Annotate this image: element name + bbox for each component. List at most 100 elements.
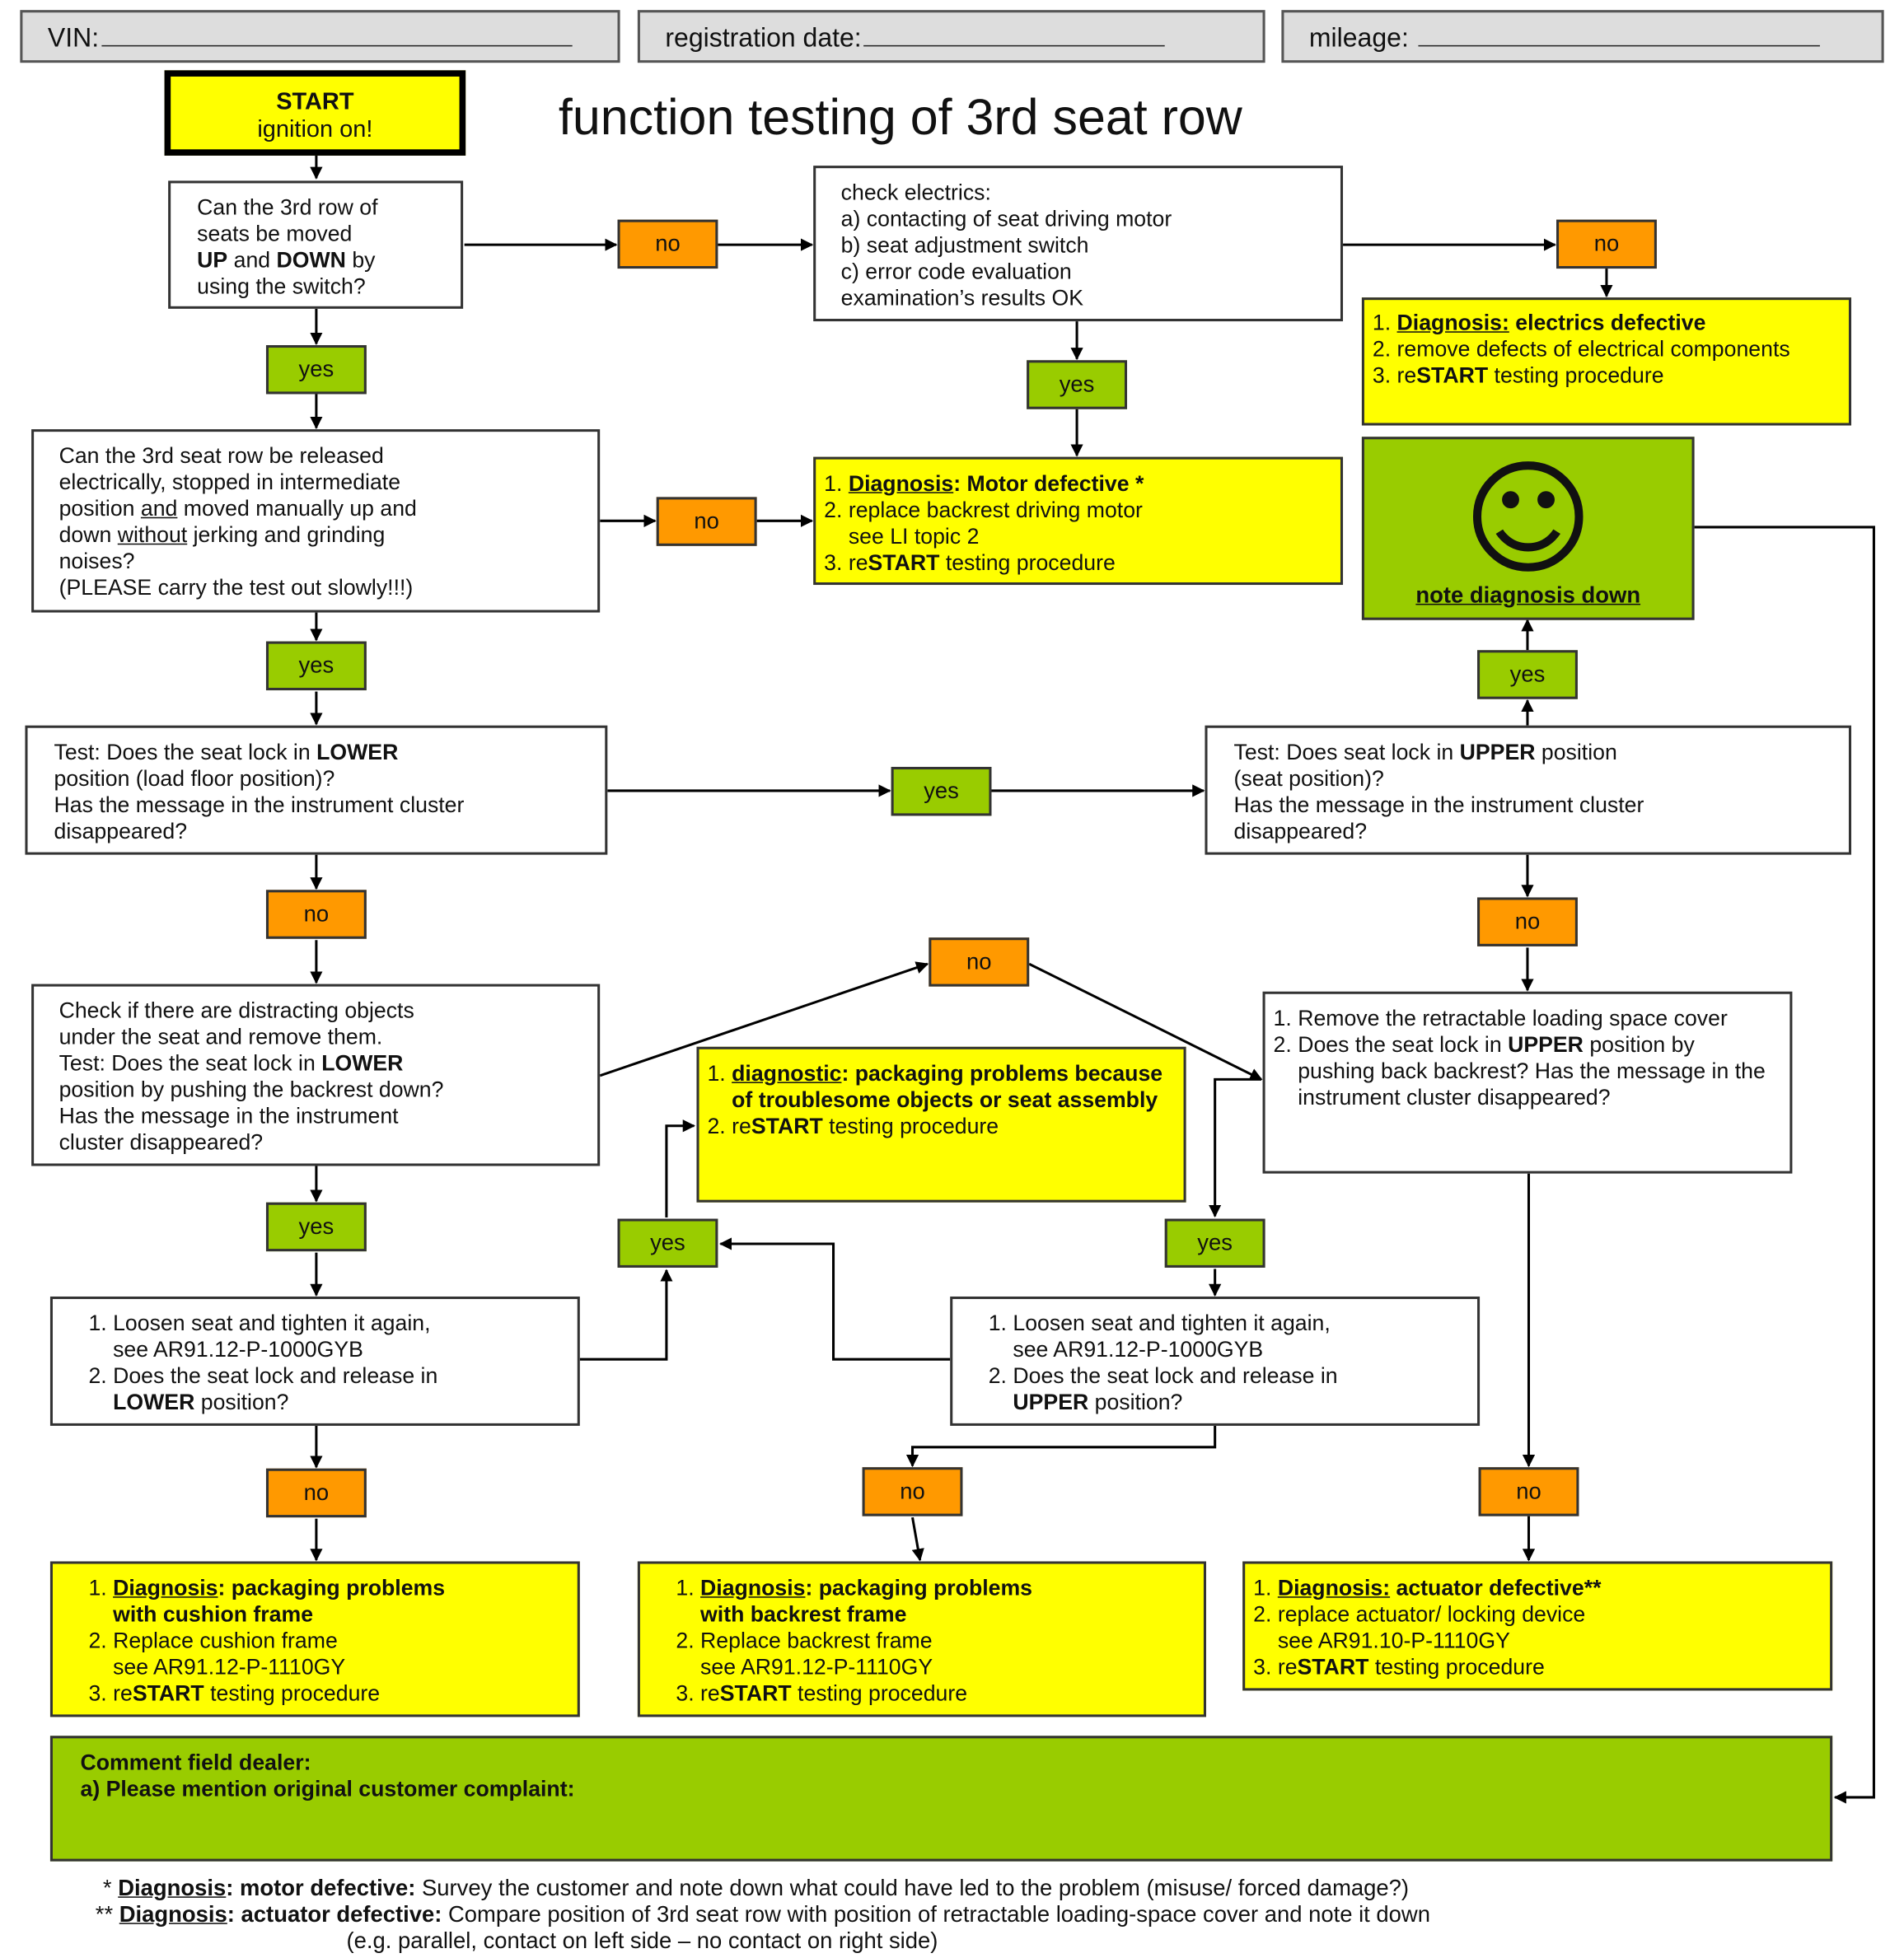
text-line: down without jerking and grinding [59, 522, 598, 549]
text-line: (PLEASE carry the test out slowly!!!) [58, 574, 414, 600]
em-start: START [751, 1113, 823, 1138]
comment-prompt: a) Please mention original customer comp… [80, 1776, 575, 1801]
text-line: position by pushing the backrest down? [58, 1077, 444, 1102]
text-line: noises? [58, 548, 135, 574]
vin-field[interactable]: VIN: [20, 10, 620, 63]
label-yes: yes [891, 766, 992, 816]
em-upper: UPPER [1013, 1389, 1089, 1415]
text-run: actuator defective** [1390, 1575, 1602, 1601]
em-upper: UPPER [1459, 739, 1536, 764]
diagnosis-label: Diagnosis: [1396, 310, 1509, 335]
list-item: Diagnosis: actuator defective** [1278, 1575, 1830, 1601]
label-yes: yes [1477, 650, 1578, 699]
text-line: Does the seat lock and release in [1013, 1362, 1338, 1389]
text-run: testing procedure [1488, 362, 1664, 388]
diagnosis-label: Diagnosis [113, 1575, 218, 1601]
text-line: using the switch? [197, 273, 366, 299]
label-yes: yes [265, 345, 367, 395]
text-line: Check if there are distracting objects [58, 998, 414, 1023]
em-down: DOWN [276, 247, 346, 273]
list-item: Loosen seat and tighten it again,see AR9… [1013, 1311, 1477, 1363]
diagnosis-actuator-box: Diagnosis: actuator defective** replace … [1242, 1561, 1833, 1691]
label-no: no [929, 937, 1030, 987]
registration-date-field[interactable]: registration date: [637, 10, 1265, 63]
text-line: electrically, stopped in intermediate [58, 469, 401, 495]
text-line: seats be moved [197, 221, 353, 246]
em-upper: UPPER [1508, 1031, 1584, 1057]
diagnosis-label: Diagnosis [848, 470, 954, 496]
em-lower: LOWER [321, 1050, 404, 1076]
em-start: START [1297, 1654, 1369, 1680]
text-line: Has the message in the instrument cluste… [1233, 792, 1644, 817]
text-line: position and moved manually up and [59, 496, 598, 522]
label-no: no [1478, 1467, 1579, 1516]
text-run: and [227, 247, 277, 273]
list-item: reSTART testing procedure [700, 1680, 1204, 1707]
text-run: with cushion frame [113, 1601, 314, 1627]
label-no: no [617, 219, 718, 269]
text-run: Test: Does the seat lock in [58, 1050, 322, 1076]
text-line: disappeared? [1233, 818, 1368, 843]
text-run: electrics defective [1509, 310, 1706, 335]
diagnosis-label: Diagnosis: [1277, 1575, 1391, 1601]
text-line: disappeared? [54, 818, 188, 843]
label-yes: yes [1027, 360, 1128, 409]
comment-field[interactable]: Comment field dealer: a) Please mention … [49, 1736, 1833, 1862]
vin-blank [101, 20, 573, 47]
text-run: re [848, 549, 868, 575]
label-no: no [265, 1468, 367, 1518]
text-line: check electrics: [840, 179, 991, 205]
text-run: position? [1088, 1389, 1183, 1415]
text-line: examination’s results OK [840, 284, 1084, 311]
smiley-icon: ☺ [1462, 445, 1594, 593]
text-run: testing procedure [822, 1113, 999, 1138]
text-run: testing procedure [1368, 1654, 1545, 1680]
text-line: Replace backrest frame [700, 1628, 933, 1653]
label-no: no [1477, 897, 1578, 946]
list-item: reSTART testing procedure [1278, 1654, 1830, 1680]
text-run: : motor defective: [226, 1875, 416, 1900]
start-box: START ignition on! [164, 70, 466, 156]
text-line: see AR91.12-P-1000GYB [1013, 1336, 1264, 1362]
text-run: Test: Does seat lock in [1233, 739, 1460, 764]
mileage-blank [1419, 20, 1821, 47]
question-lock-lower: Test: Does the seat lock in LOWER positi… [25, 725, 608, 855]
text-run: : actuator defective: [227, 1901, 442, 1927]
question-remove-cover: Remove the retractable loading space cov… [1262, 991, 1793, 1174]
text-run: position by pushing back backrest? Has t… [1298, 1031, 1766, 1110]
text-line: Has the message in the instrument cluste… [54, 792, 465, 817]
text-run: : packaging problems [805, 1575, 1033, 1601]
text-line: cluster disappeared? [58, 1129, 264, 1155]
text-run: * [102, 1875, 119, 1900]
text-run: : packaging problems [218, 1575, 446, 1601]
text-run: with backrest frame [700, 1601, 907, 1627]
text-run: re [113, 1680, 133, 1706]
text-run: Compare position of 3rd seat row with po… [442, 1901, 1430, 1927]
text-line: see AR91.12-P-1110GY [113, 1654, 346, 1680]
text-run: re [700, 1680, 720, 1706]
mileage-field[interactable]: mileage: [1281, 10, 1884, 63]
text-run: down [58, 521, 118, 548]
start-title: START [276, 89, 354, 116]
diagnosis-label: Diagnosis [119, 1901, 227, 1927]
question-distracting-objects: Check if there are distracting objects u… [31, 984, 601, 1166]
text-line: replace backrest driving motor [848, 497, 1143, 522]
text-line: b) seat adjustment switch [840, 231, 1089, 258]
em-lower: LOWER [316, 739, 399, 764]
comment-title: Comment field dealer: [80, 1750, 311, 1775]
diagnostic-label: diagnostic [732, 1060, 842, 1086]
label-yes: yes [617, 1218, 718, 1268]
text-run: position [58, 495, 141, 521]
list-item: diagnostic: packaging problems because o… [732, 1061, 1171, 1114]
text-run: re [1396, 362, 1417, 388]
check-electrics-box: check electrics: a) contacting of seat d… [813, 166, 1344, 322]
label-no: no [1556, 219, 1657, 269]
text-line: position (load floor position)? [54, 765, 335, 791]
start-subtitle: ignition on! [257, 116, 373, 143]
text-line: Does the seat lock and release in [113, 1362, 438, 1389]
